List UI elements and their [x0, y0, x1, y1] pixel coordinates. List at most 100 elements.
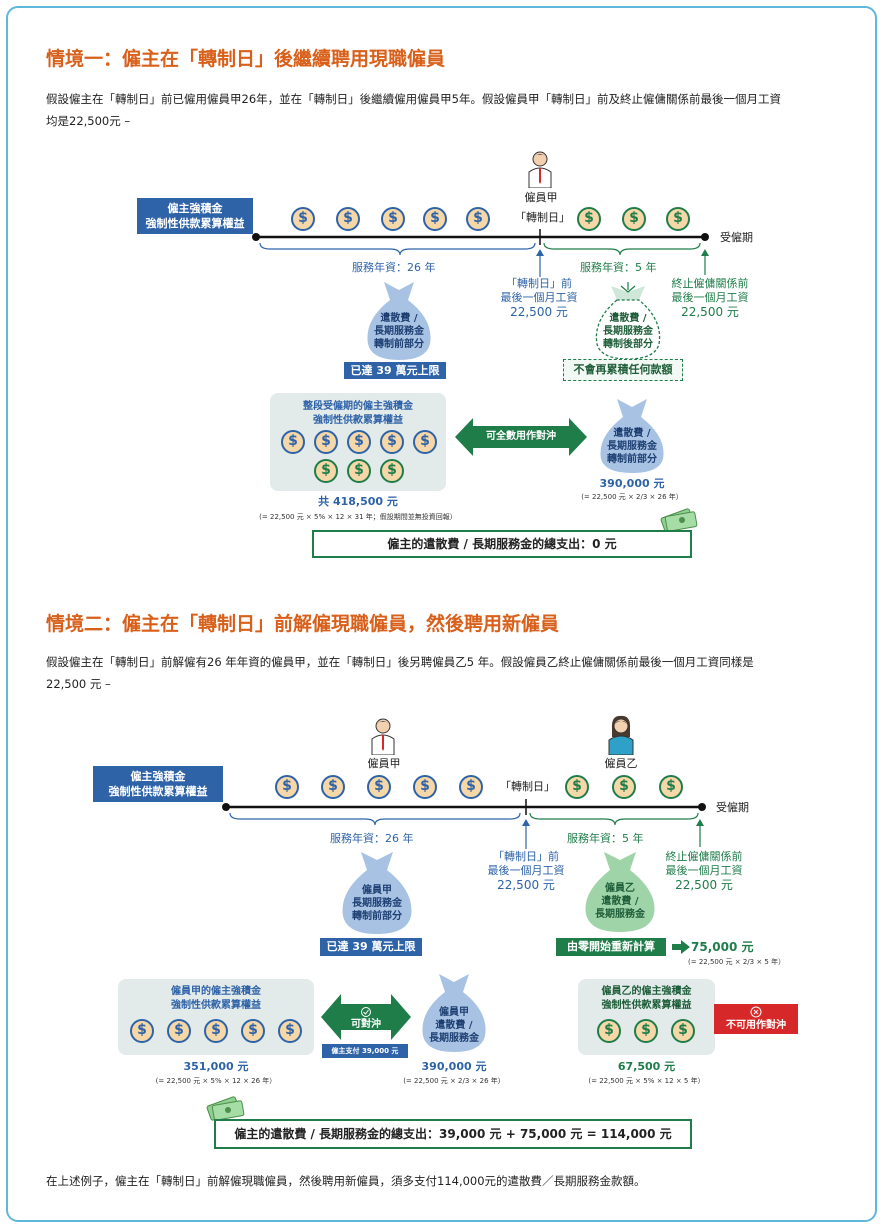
no-offset-label: 不可用作對沖 [726, 1020, 786, 1031]
bag-b-line1: 僱員乙 [605, 883, 635, 894]
scenario2-para-line2: 22,500 元 – [46, 677, 111, 691]
bag-post-text: 遣散費 / 長期服務金 轉制後部分 [591, 312, 665, 351]
sp-a-sum-note: (= 22,500 元 × 2/3 × 26 年） [403, 1077, 505, 1085]
pre-wage-block-2: 「轉制日」前 最後一個月工資 22,500 元 [480, 850, 572, 892]
mpf-b-title2: 強制性供款累算權益 [601, 1000, 692, 1011]
blue-coin-icon: $ [204, 1019, 228, 1043]
green-coin-icon: $ [565, 775, 589, 799]
restart-note: (= 22,500 元 × 2/3 × 5 年） [688, 958, 786, 966]
bag-b-text: 僱員乙 遣散費 / 長期服務金 [580, 882, 660, 921]
scenario2-paragraph: 假設僱主在「轉制日」前解僱有26 年年資的僱員甲，並在「轉制日」後另聘僱員乙5 … [46, 651, 846, 695]
blue-coin-icon: $ [347, 430, 371, 454]
sp-a-sum: 390,000 元 [421, 1060, 487, 1073]
blue-coin-icon: $ [466, 207, 490, 231]
mpf-label2-line2: 強制性供款累算權益 [108, 785, 208, 798]
end-wage-line2: 最後一個月工資 [671, 291, 749, 304]
bag-pre-line3: 轉制前部分 [374, 339, 424, 350]
page-frame [6, 6, 877, 1222]
end-wage-line3: 22,500 元 [681, 305, 739, 319]
mpf-sum-note: (= 22,500 元 × 5% × 12 × 31 年；假設期間並無投資回報） [259, 513, 457, 521]
green-coin-icon: $ [380, 459, 404, 483]
money-bag-icon [600, 399, 664, 473]
green-coin-icon: $ [314, 459, 338, 483]
sp-sum: 390,000 元 [599, 477, 665, 490]
mpf-b-title1: 僱員乙的僱主強積金 [601, 986, 692, 997]
mpf-sum: 共 418,500 元 [318, 495, 398, 508]
offset-arrow [455, 418, 587, 456]
cross-circle-icon [750, 1006, 762, 1018]
blue-coin-icon: $ [459, 775, 483, 799]
bag-a-line2: 長期服務金 [352, 898, 402, 909]
bag-a2-text: 僱員甲 遣散費 / 長期服務金 [417, 1006, 491, 1045]
blue-coin-icon: $ [275, 775, 299, 799]
blue-coin-icon: $ [130, 1019, 154, 1043]
conclusion-text: 在上述例子，僱主在「轉制日」前解僱現職僱員，然後聘用新僱員，須多支付114,00… [46, 1174, 646, 1188]
mpf-label-box-2: 僱主強積金 強制性供款累算權益 [93, 766, 223, 802]
service-26-label-2: 服務年資：26 年 [330, 832, 414, 845]
mpf-label2-line1: 僱主強積金 [130, 770, 186, 783]
bag-post-line3: 轉制後部分 [603, 339, 653, 350]
end-wage-block-2: 終止僱傭關係前 最後一個月工資 22,500 元 [658, 850, 750, 892]
bag-post-line1: 遣散費 / [609, 313, 647, 324]
bag-right-text: 遣散費 / 長期服務金 轉制前部分 [595, 427, 669, 466]
green-coin-icon: $ [577, 207, 601, 231]
offset-arrow-2 [321, 994, 411, 1040]
green-coin-icon: $ [622, 207, 646, 231]
blue-coin-icon: $ [314, 430, 338, 454]
transition-day-label: 「轉制日」 [515, 211, 570, 224]
pre-wage2-line2: 最後一個月工資 [487, 864, 565, 877]
bag-post-line2: 長期服務金 [603, 326, 653, 337]
end-wage2-line2: 最後一個月工資 [665, 864, 743, 877]
scenario2-para-line1: 假設僱主在「轉制日」前解僱有26 年年資的僱員甲，並在「轉制日」後另聘僱員乙5 … [46, 655, 754, 669]
bag-a2-line2: 遣散費 / [435, 1020, 473, 1031]
employment-period-label: 受僱期 [720, 231, 753, 244]
bag-a-line3: 轉制前部分 [352, 911, 402, 922]
green-coin-icon: $ [659, 775, 683, 799]
bag-b-line2: 遣散費 / [601, 896, 639, 907]
service-26-label: 服務年資：26 年 [352, 261, 436, 274]
blue-coin-icon: $ [367, 775, 391, 799]
green-coin-icon: $ [612, 775, 636, 799]
bag-pre-text: 遣散費 / 長期服務金 轉制前部分 [362, 312, 436, 351]
total-cost-box-2: 僱主的遣散費 / 長期服務金的總支出：39,000 元 + 75,000 元 =… [214, 1119, 692, 1149]
end-wage2-line1: 終止僱傭關係前 [665, 850, 743, 863]
bag-a2-line1: 僱員甲 [439, 1007, 469, 1018]
mpf-b-title: 僱員乙的僱主強積金 強制性供款累算權益 [578, 985, 715, 1013]
mpf-label-line2: 強制性供款累算權益 [145, 217, 245, 230]
blue-coin-icon: $ [281, 430, 305, 454]
bag-right-line2: 長期服務金 [607, 441, 657, 452]
bag-right-line3: 轉制前部分 [607, 454, 657, 465]
money-bag-icon [585, 852, 655, 932]
end-wage-block: 終止僱傭關係前 最後一個月工資 22,500 元 [664, 277, 756, 319]
scenario1-para-line2: 均是22,500元 – [46, 114, 131, 128]
pre-wage-block: 「轉制日」前 最後一個月工資 22,500 元 [494, 277, 584, 319]
bag-a2-line3: 長期服務金 [429, 1033, 479, 1044]
employer-pay-badge: 僱主支付 39,000 元 [322, 1044, 408, 1058]
no-accrue-note: 不會再累積任何款額 [563, 359, 683, 381]
cap-badge-2: 已達 39 萬元上限 [320, 938, 422, 956]
pre-wage2-line3: 22,500 元 [497, 878, 555, 892]
total-cost-box-1: 僱主的遣散費 / 長期服務金的總支出：0 元 [312, 530, 692, 558]
arrow-right-icon [672, 940, 690, 954]
empty-bag-icon [595, 282, 661, 360]
mpf-total-title2: 強制性供款累算權益 [313, 415, 403, 426]
transition-day-label-2: 「轉制日」 [500, 780, 555, 793]
mpf-a-title: 僱員甲的僱主強積金 強制性供款累算權益 [118, 985, 314, 1013]
mpf-label-line1: 僱主強積金 [167, 202, 223, 215]
green-coin-icon: $ [671, 1019, 695, 1043]
employee-b-icon [608, 715, 634, 755]
blue-coin-icon: $ [413, 430, 437, 454]
mpf-b-sum: 67,500 元 [617, 1060, 676, 1073]
money-bag-icon [342, 852, 412, 934]
mpf-b-sum-note: (= 22,500 元 × 5% × 12 × 5 年） [588, 1077, 705, 1085]
mpf-total-title: 整段受僱期的僱主強積金 強制性供款累算權益 [270, 400, 446, 428]
bag-a-line1: 僱員甲 [362, 885, 392, 896]
blue-coin-icon: $ [413, 775, 437, 799]
bag-right-line1: 遣散費 / [613, 428, 651, 439]
mpf-total-title1: 整段受僱期的僱主強積金 [303, 401, 413, 412]
green-coin-icon: $ [597, 1019, 621, 1043]
bag-a-text: 僱員甲 長期服務金 轉制前部分 [337, 884, 417, 923]
blue-coin-icon: $ [381, 207, 405, 231]
green-coin-icon: $ [666, 207, 690, 231]
cap-badge: 已達 39 萬元上限 [344, 362, 446, 379]
